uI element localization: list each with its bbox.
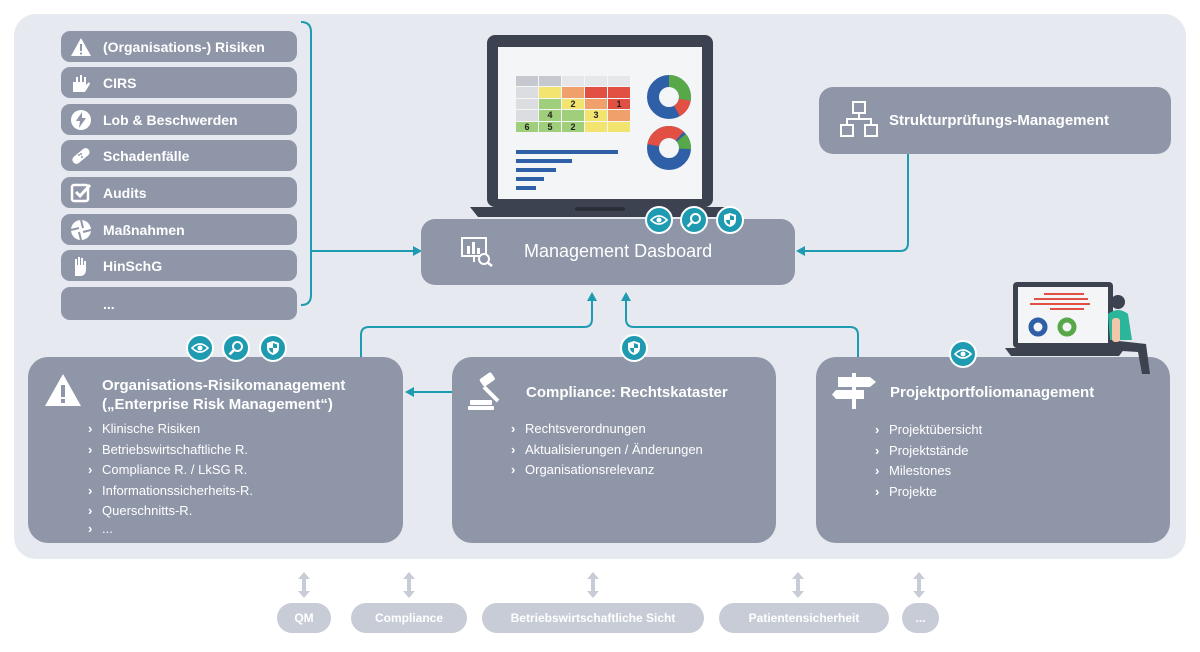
list-item: ... <box>88 521 253 536</box>
gavel-icon <box>468 372 508 416</box>
bandage-icon <box>68 143 94 169</box>
dashboard-title: Management Dasboard <box>524 241 713 261</box>
pill-label: ... <box>915 611 926 625</box>
shield-icon[interactable] <box>620 334 648 362</box>
list-item: Projektstände <box>875 441 982 462</box>
list-item: Projektübersicht <box>875 420 982 441</box>
risk-management-card[interactable]: Organisations-Risikomanagement („Enterpr… <box>28 357 403 543</box>
donut-chart-1 <box>647 75 691 119</box>
heatmap-cell: 1 <box>608 98 630 110</box>
list-item: Querschnitts-R. <box>88 501 253 522</box>
search-icon[interactable] <box>222 334 250 362</box>
tab-label: Audits <box>103 184 147 201</box>
warning-icon <box>68 34 94 60</box>
aperture-icon <box>68 217 94 243</box>
list-item: Milestones <box>875 461 982 482</box>
eye-icon[interactable] <box>949 340 977 368</box>
updown-arrow-icon <box>587 572 599 598</box>
heatmap-cell: 2 <box>562 121 584 132</box>
bar-chart <box>516 150 618 190</box>
tab-label: HinSchG <box>103 257 163 274</box>
updown-arrow-icon <box>298 572 310 598</box>
strukturpruefung-box[interactable]: Strukturprüfungs-Management <box>819 87 1171 154</box>
lightning-icon <box>68 107 94 133</box>
list-item: Klinische Risiken <box>88 419 253 440</box>
heatmap-cell: 2 <box>562 98 584 110</box>
heatmap-cell: 6 <box>516 121 538 132</box>
list-item: Projekte <box>875 482 982 503</box>
tab-schadenfaelle[interactable]: Schadenfälle <box>61 140 297 171</box>
tab-label: Lob & Beschwerden <box>103 111 238 128</box>
list-item: Organisationsrelevanz <box>511 460 703 481</box>
tab-cirs[interactable]: CIRS <box>61 67 297 98</box>
tab-label: (Organisations-) Risiken <box>103 38 265 55</box>
compliance-card[interactable]: Compliance: Rechtskataster Rechtsverordn… <box>452 357 776 543</box>
pill-label: Compliance <box>374 611 443 625</box>
tab-label: ... <box>103 295 115 312</box>
tab-label: Maßnahmen <box>103 221 185 238</box>
checkbox-icon <box>68 180 94 206</box>
risk-list: Klinische Risiken Betriebswirtschaftlich… <box>88 419 253 536</box>
dashboard-analytics-icon <box>461 237 493 272</box>
tab-lob-beschwerden[interactable]: Lob & Beschwerden <box>61 104 297 135</box>
struktur-title: Strukturprüfungs-Management <box>889 112 1110 129</box>
updown-arrow-icon <box>403 572 415 598</box>
tab-organisations-risiken[interactable]: (Organisations-) Risiken <box>61 31 297 62</box>
pill-label: QM <box>294 611 314 625</box>
eye-icon[interactable] <box>645 206 673 234</box>
pill-betriebswirtschaftliche-sicht[interactable]: Betriebswirtschaftliche Sicht <box>482 603 704 633</box>
tab-hinschg[interactable]: HinSchG <box>61 250 297 281</box>
pill-label: Patientensicherheit <box>748 611 860 625</box>
eye-icon[interactable] <box>186 334 214 362</box>
structure-icon <box>839 100 879 145</box>
person-laptop-illustration <box>1000 278 1158 378</box>
risk-title-line1: Organisations-Risikomanagement <box>102 377 346 394</box>
portfolio-title: Projektportfoliomanagement <box>890 384 1095 401</box>
projektportfolio-card[interactable]: Projektportfoliomanagement Projektübersi… <box>816 357 1170 543</box>
tab-more[interactable]: ... <box>61 287 297 320</box>
tab-massnahmen[interactable]: Maßnahmen <box>61 214 297 245</box>
palm-icon <box>68 253 94 279</box>
risk-title-line2: („Enterprise Risk Management“) <box>102 396 333 413</box>
shield-icon[interactable] <box>716 206 744 234</box>
heatmap-cell: 3 <box>585 110 607 121</box>
hand-icon <box>68 70 94 96</box>
tab-label: Schadenfälle <box>103 147 190 164</box>
shield-icon[interactable] <box>259 334 287 362</box>
compliance-list: Rechtsverordnungen Aktualisierungen / Än… <box>511 419 703 481</box>
portfolio-list: Projektübersicht Projektstände Milestone… <box>875 420 982 502</box>
list-item: Informationssicherheits-R. <box>88 481 253 502</box>
pill-qm[interactable]: QM <box>277 603 331 633</box>
search-icon[interactable] <box>680 206 708 234</box>
signpost-icon <box>832 371 876 416</box>
list-item: Betriebswirtschaftliche R. <box>88 440 253 461</box>
donut-chart-2 <box>647 126 691 170</box>
updown-arrow-icon <box>913 572 925 598</box>
pill-patientensicherheit[interactable]: Patientensicherheit <box>719 603 889 633</box>
heatmap-cell: 5 <box>539 121 561 132</box>
list-item: Rechtsverordnungen <box>511 419 703 440</box>
list-item: Aktualisierungen / Änderungen <box>511 440 703 461</box>
pill-label: Betriebswirtschaftliche Sicht <box>510 611 676 625</box>
compliance-title: Compliance: Rechtskataster <box>526 384 728 401</box>
tab-audits[interactable]: Audits <box>61 177 297 208</box>
heatmap-cell: 4 <box>539 110 561 121</box>
updown-arrow-icon <box>792 572 804 598</box>
pill-compliance[interactable]: Compliance <box>351 603 467 633</box>
list-item: Compliance R. / LkSG R. <box>88 460 253 481</box>
pill-more[interactable]: ... <box>902 603 939 633</box>
tab-label: CIRS <box>103 74 137 91</box>
warning-icon <box>44 373 82 412</box>
